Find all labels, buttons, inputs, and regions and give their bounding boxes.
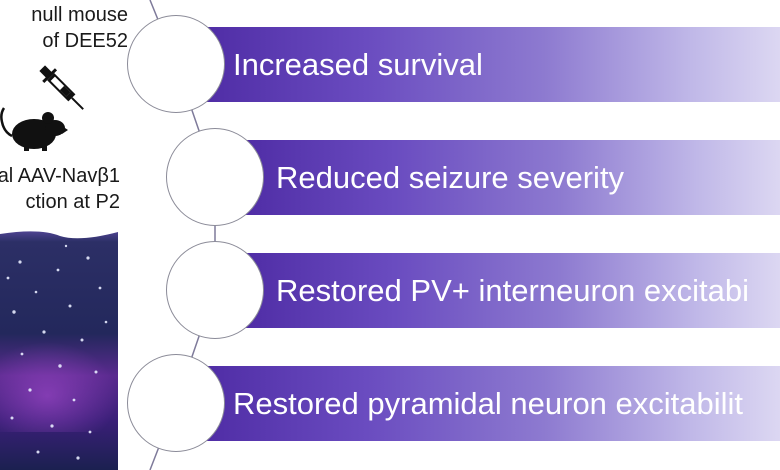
mouse-icon (0, 65, 84, 151)
outcome-label: Restored pyramidal neuron excitabilit (233, 386, 744, 421)
outcome-banner-pv-interneuron: Restored PV+ interneuron excitabi (230, 253, 780, 328)
outcome-label: Increased survival (233, 47, 483, 82)
injection-caption-line-1: al AAV-Navβ1 (0, 165, 120, 187)
outcome-banner-seizure: Reduced seizure severity (230, 140, 780, 215)
outcome-banner-survival: Increased survival (190, 27, 780, 102)
timeline-node-2 (166, 128, 264, 226)
injection-caption: al AAV-Navβ1 ction at P2 (0, 163, 120, 215)
outcome-label: Reduced seizure severity (276, 160, 625, 195)
brain-micrograph (0, 222, 118, 470)
outcome-label: Restored PV+ interneuron excitabi (276, 273, 750, 308)
model-caption-line-1: null mouse (31, 4, 128, 26)
outcome-banner-pyramidal: Restored pyramidal neuron excitabilit (190, 366, 780, 441)
timeline-node-3 (166, 241, 264, 339)
syringe-icon (39, 65, 84, 110)
model-caption: null mouse of DEE52 (31, 2, 128, 54)
injection-caption-line-2: ction at P2 (25, 191, 120, 213)
timeline-node-1 (127, 15, 225, 113)
timeline-node-4 (127, 354, 225, 452)
model-caption-line-2: of DEE52 (42, 30, 128, 52)
